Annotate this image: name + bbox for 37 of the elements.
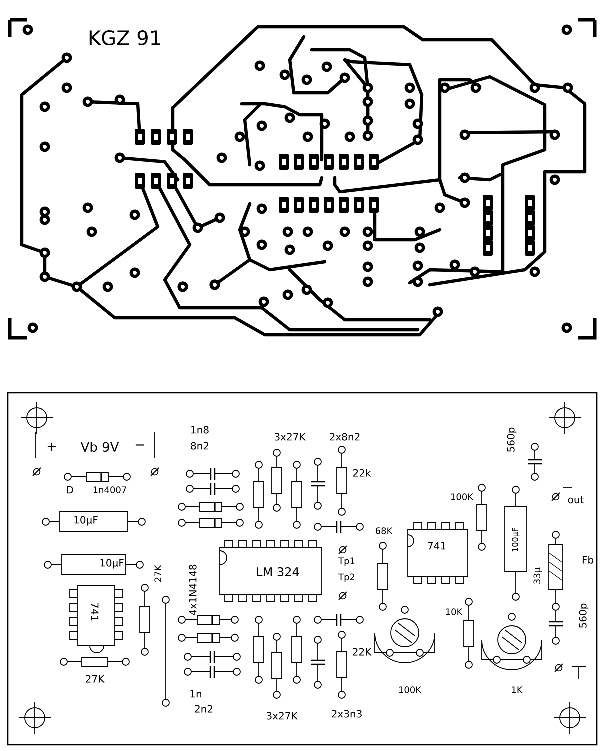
component-label: 33µ	[534, 568, 542, 584]
component-label: 3x27K	[267, 712, 298, 720]
component-label: 1n	[190, 690, 202, 698]
component-label: 10K	[446, 608, 463, 616]
component-label: D	[67, 486, 74, 494]
component-label: 10µF	[74, 516, 98, 526]
component-label: +	[48, 442, 56, 452]
component-label: Tp1	[338, 558, 355, 566]
component-label: Tp2	[338, 574, 355, 582]
component-label: 27K	[154, 565, 162, 582]
component-label: 68K	[376, 528, 393, 534]
component-label: 2x8n2	[330, 433, 360, 441]
component-label: 22K	[353, 648, 372, 656]
component-label: 741	[428, 542, 446, 550]
component-label: 100µF	[512, 528, 520, 552]
component-label: 2n2	[195, 705, 213, 713]
component-label: Fb	[582, 556, 594, 564]
component-label: 3x27K	[275, 433, 306, 441]
component-label: 1n8	[192, 426, 209, 434]
component-label: 22k	[353, 469, 372, 477]
component-label: 2x3n3	[332, 710, 362, 718]
component-label: 560p	[507, 428, 517, 452]
component-label: −	[136, 444, 144, 446]
component-label: 27K	[86, 675, 105, 683]
component-label: 4x1N4148	[189, 564, 197, 616]
component-label: 100K	[451, 494, 474, 500]
component-label: out	[568, 496, 584, 504]
component-label: 10µF	[100, 559, 124, 569]
component-label: LM 324	[257, 567, 300, 577]
component-label: Vb 9V	[80, 442, 120, 452]
component-label: 8n2	[191, 442, 209, 450]
component-label: 1K	[512, 686, 523, 694]
component-label: 1n4007	[94, 486, 126, 494]
board-title: KGZ 91	[90, 30, 160, 46]
component-label: 100K	[399, 686, 422, 694]
component-label: 741	[91, 603, 99, 621]
component-label: 560p	[579, 604, 589, 628]
